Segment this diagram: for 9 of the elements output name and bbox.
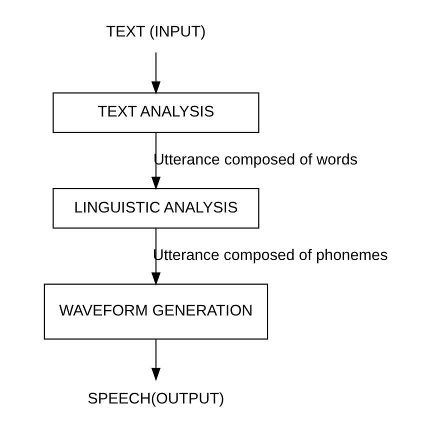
node-box: WAVEFORM GENERATION [44,284,268,340]
arrow [151,52,161,95]
node-box: LINGUISTIC ANALYSIS [52,188,260,229]
arrow [151,228,161,286]
node-text: TEXT (INPUT) [106,24,206,40]
node-text: SPEECH(OUTPUT) [88,390,224,408]
node-box: TEXT ANALYSIS [52,92,260,134]
arrow [151,132,161,190]
arrow [151,339,161,382]
